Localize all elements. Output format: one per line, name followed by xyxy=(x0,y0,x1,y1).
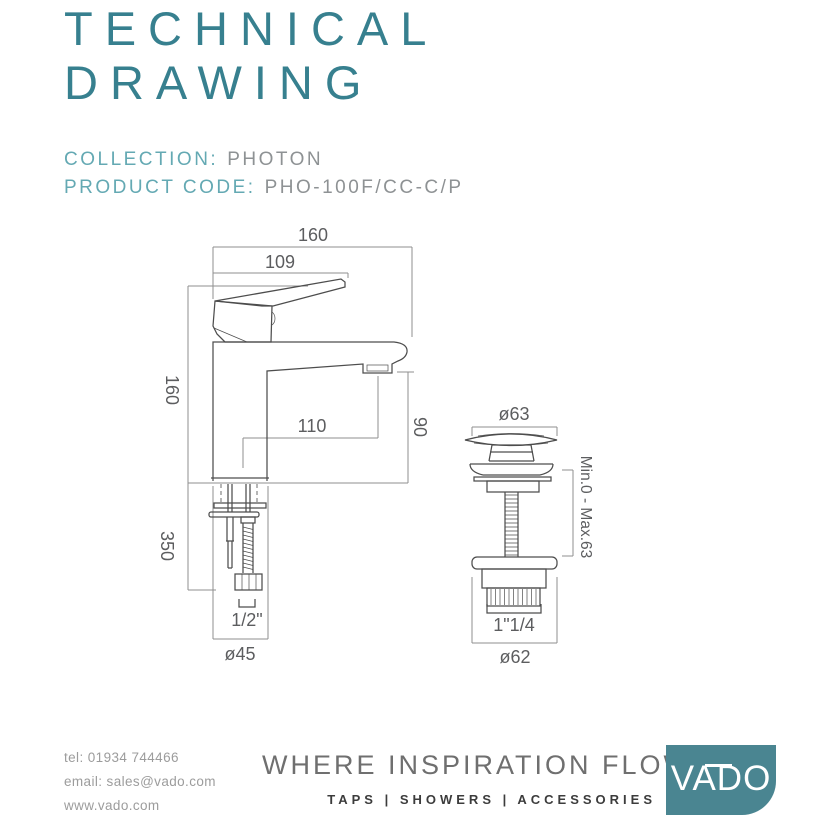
waste-drawing: ø63 Min.0 - Max.63 1"1/4 ø62 xyxy=(464,404,594,667)
dim-tap-base-diameter: ø45 xyxy=(224,644,255,664)
product-meta: COLLECTION: PHOTON PRODUCT CODE: PHO-100F/… xyxy=(64,146,464,202)
contact-tel: tel: 01934 744466 xyxy=(64,750,179,765)
footer-tagline-block: WHERE INSPIRATION FLOWS TAPS | SHOWERS |… xyxy=(262,750,714,807)
product-code-label: PRODUCT CODE: xyxy=(64,177,256,198)
waste-dimension-lines xyxy=(471,426,574,644)
dim-tap-spout-reach: 110 xyxy=(298,416,327,436)
waste-lower-body xyxy=(481,568,547,589)
waste-thread-bracket xyxy=(486,604,542,614)
page-title-line2: DRAWING xyxy=(64,56,374,109)
tap-threaded-stud xyxy=(226,517,234,569)
waste-flange xyxy=(469,463,554,476)
dim-waste-flange-diameter: ø62 xyxy=(499,647,530,667)
collection-label: COLLECTION: xyxy=(64,149,219,170)
vado-logo: VADO xyxy=(666,745,776,815)
dim-waste-thread: 1"1/4 xyxy=(493,615,534,635)
tap-undercounter xyxy=(208,484,267,608)
footer-contact: tel: 01934 744466 email: sales@vado.com … xyxy=(64,750,216,822)
tap-cartridge-clip xyxy=(271,311,276,326)
tap-hidden-outline xyxy=(220,484,258,502)
dim-tap-total-width: 160 xyxy=(298,225,328,245)
tap-handle-lever xyxy=(214,278,346,307)
tap-hose-nut xyxy=(234,573,263,591)
contact-web[interactable]: www.vado.com xyxy=(64,798,160,813)
tap-drawing: 160 109 160 350 110 90 1/2" ø45 xyxy=(157,225,430,664)
tap-body-spout xyxy=(212,341,408,481)
dim-tap-connection: 1/2" xyxy=(231,610,262,630)
waste-rod-threads xyxy=(505,494,518,556)
page-title-line1: TECHNICAL xyxy=(64,2,439,55)
tap-hose-nut-facets xyxy=(241,574,257,590)
tap-hose-braiding xyxy=(242,526,254,570)
dim-tap-below-counter: 350 xyxy=(157,531,177,561)
tap-cartridge-facet xyxy=(213,327,248,343)
brand-categories: TAPS | SHOWERS | ACCESSORIES xyxy=(327,792,656,807)
tap-mounting-plate xyxy=(213,502,267,509)
tap-mounting-rods xyxy=(227,484,251,512)
dim-tap-body-height: 160 xyxy=(162,375,182,405)
product-code-value: PHO-100F/CC-C/P xyxy=(264,177,464,198)
contact-email: email: sales@vado.com xyxy=(64,774,216,789)
tap-aerator xyxy=(366,364,389,372)
product-code-row: PRODUCT CODE: PHO-100F/CC-C/P xyxy=(64,174,464,202)
waste-upper-body xyxy=(486,480,540,493)
dim-tap-spout-height: 90 xyxy=(410,417,430,437)
tap-cartridge xyxy=(212,300,273,343)
page-title: TECHNICAL DRAWING xyxy=(64,2,438,110)
waste-neck xyxy=(488,444,535,462)
tap-hose-fitting xyxy=(240,516,256,524)
tap-connection-bracket xyxy=(238,599,256,608)
dim-waste-top-diameter: ø63 xyxy=(498,404,529,424)
waste-outlet xyxy=(486,587,541,607)
tap-dimension-lines xyxy=(187,246,414,640)
waste-backnut xyxy=(471,556,558,570)
brand-tagline: WHERE INSPIRATION FLOWS xyxy=(262,750,714,780)
waste-outlet-threads xyxy=(490,589,537,605)
vado-logo-text: VADO xyxy=(670,759,772,798)
collection-row: COLLECTION: PHOTON xyxy=(64,146,464,174)
dim-tap-handle-width: 109 xyxy=(265,252,295,272)
tap-washer xyxy=(208,511,260,518)
dim-waste-adjustment: Min.0 - Max.63 xyxy=(577,456,594,559)
collection-value: PHOTON xyxy=(227,149,324,170)
